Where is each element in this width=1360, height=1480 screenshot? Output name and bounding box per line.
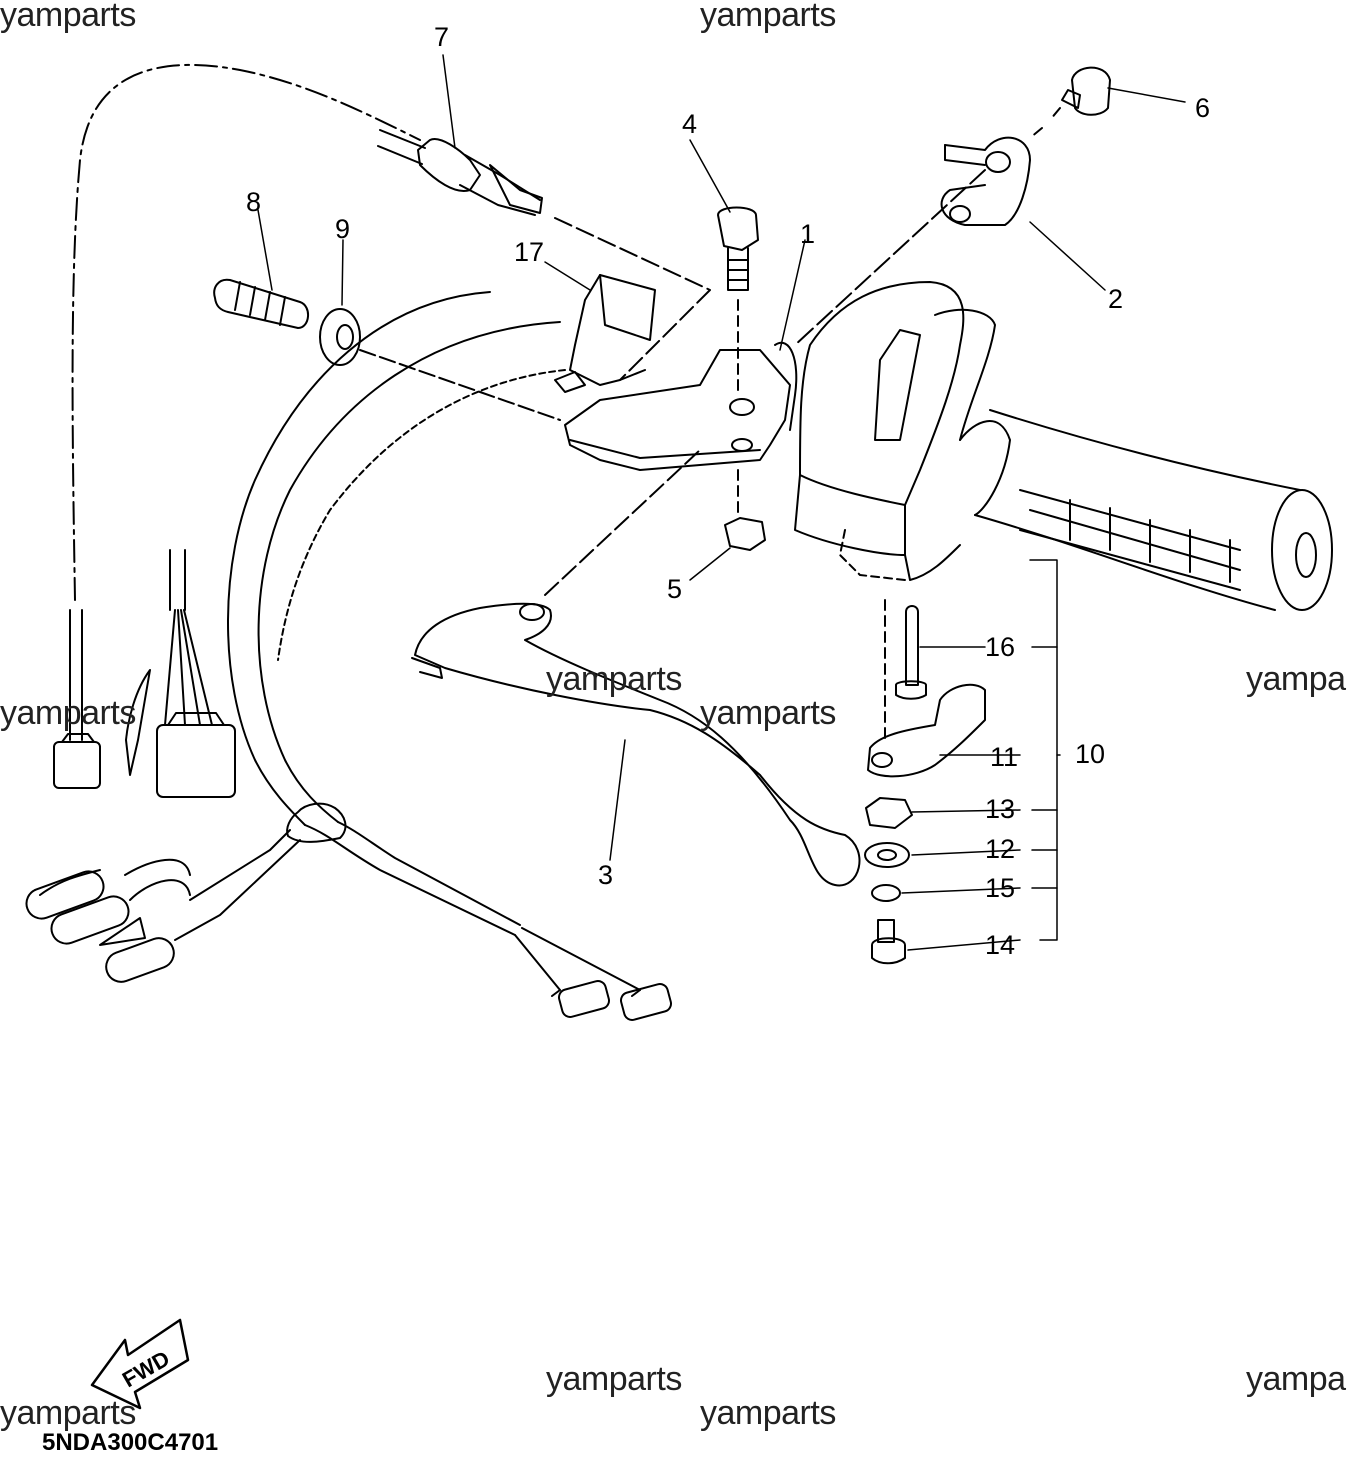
cable-harness xyxy=(174,291,641,997)
watermark: yampa xyxy=(1246,660,1346,698)
watermark: yamparts xyxy=(700,694,836,732)
callout-4: 4 xyxy=(682,109,697,139)
callout-14: 14 xyxy=(985,930,1015,960)
callout-1: 1 xyxy=(800,219,815,249)
switch-housing xyxy=(794,281,996,581)
callout-9: 9 xyxy=(335,214,350,244)
watermark: yamparts xyxy=(546,660,682,698)
callout-labels: 1 2 3 4 5 6 7 8 9 10 11 12 13 14 15 16 1… xyxy=(246,22,1210,960)
wiring-connectors xyxy=(25,549,673,1021)
switch-parts xyxy=(864,599,986,965)
watermark: yamparts xyxy=(700,1394,836,1432)
connector-left xyxy=(53,741,101,789)
locknut xyxy=(319,308,561,421)
callout-13: 13 xyxy=(985,794,1015,824)
pivot-nut xyxy=(724,517,766,551)
callout-8: 8 xyxy=(246,187,261,217)
watermark: yamparts xyxy=(700,0,836,34)
watermark: yamparts xyxy=(0,0,136,34)
lever-boot xyxy=(554,274,656,393)
callout-12: 12 xyxy=(985,834,1015,864)
callout-2: 2 xyxy=(1108,284,1123,314)
callout-5: 5 xyxy=(667,574,682,604)
callout-6: 6 xyxy=(1195,93,1210,123)
holder-cap xyxy=(794,136,1031,346)
pivot-bolt xyxy=(717,206,759,516)
callout-17: 17 xyxy=(514,237,544,267)
callout-11: 11 xyxy=(990,742,1018,772)
watermark: yamparts xyxy=(0,1394,136,1432)
clutch-cable xyxy=(53,64,426,789)
callout-16: 16 xyxy=(985,632,1015,662)
callout-15: 15 xyxy=(985,873,1015,903)
callout-10: 10 xyxy=(1075,739,1105,769)
clutch-lever xyxy=(411,449,861,887)
lever-holder xyxy=(564,341,798,471)
callout-3: 3 xyxy=(598,860,613,890)
handlebar-grip xyxy=(959,409,1333,611)
watermark: yamparts xyxy=(546,1360,682,1398)
diagram-code: 5NDA300C4701 xyxy=(42,1429,219,1456)
callout-7: 7 xyxy=(434,22,449,52)
watermark: yamparts xyxy=(0,694,136,732)
adjuster-bolt xyxy=(213,278,309,329)
cable-adjuster xyxy=(417,138,711,381)
leader-lines xyxy=(257,54,1186,951)
watermark: yampa xyxy=(1246,1360,1346,1398)
holder-screw xyxy=(1029,66,1111,139)
